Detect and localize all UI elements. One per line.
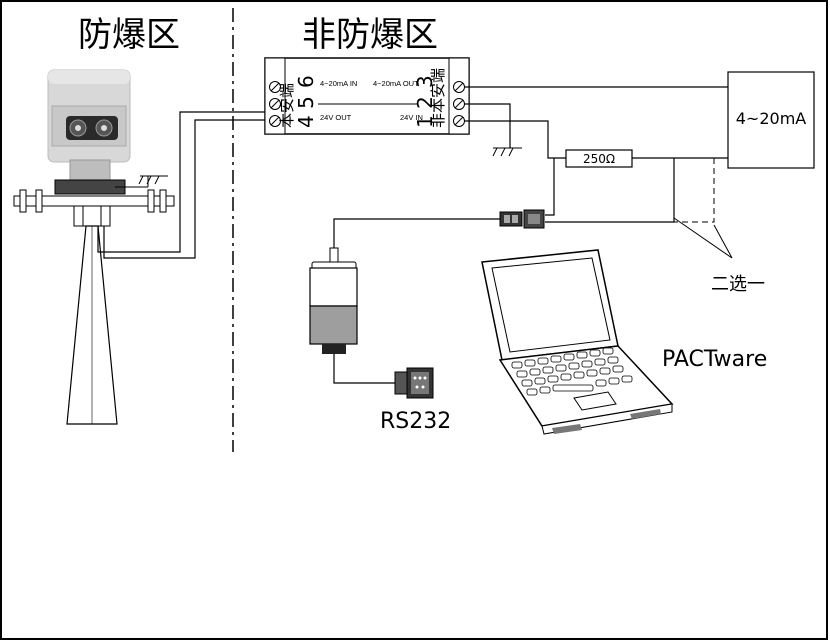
- choose-pointer-b: [713, 224, 733, 259]
- choose-one-label: 二选一: [711, 274, 765, 295]
- barrier-non-intrinsic-label: 非本安端: [429, 68, 447, 128]
- label-24v-in: 24V IN: [400, 113, 423, 122]
- safety-barrier: 本安端 非本安端 6 4 5 3 1 2 4~20mA IN 4~20mA OU…: [264, 57, 470, 135]
- wire-hart-b: [545, 158, 675, 223]
- wire-ground: [464, 103, 511, 148]
- terminal-12: 1 2: [413, 96, 437, 128]
- terminal-3: 3: [413, 75, 437, 88]
- terminal-45: 4 5: [294, 96, 318, 128]
- laptop: [481, 249, 674, 435]
- pactware-label: PACTware: [662, 347, 767, 372]
- resistor-label: 250Ω: [583, 152, 615, 166]
- hart-connector: [499, 209, 545, 229]
- laptop-screen: [491, 257, 611, 353]
- transmitter-flange-top: [54, 179, 126, 195]
- rs232-label: RS232: [380, 409, 451, 434]
- terminal-6: 6: [294, 75, 318, 88]
- label-4-20ma-in: 4~20mA IN: [320, 79, 357, 88]
- wire-modem-rs232: [333, 354, 395, 384]
- rs232-connector: [394, 367, 434, 399]
- barrier-intrinsic-safe-label: 本安端: [278, 83, 296, 128]
- non-hazardous-zone-title: 非防爆区: [302, 15, 438, 55]
- laptop-touchpad: [573, 391, 617, 411]
- wire-24v-in: [464, 120, 566, 159]
- meter-label: 4~20mA: [736, 109, 807, 128]
- laptop-keyboard: [511, 347, 633, 396]
- wire-to-modem: [333, 218, 500, 252]
- label-4-20ma-out: 4~20mA OUT: [373, 79, 419, 88]
- wire-hart-a: [545, 158, 555, 216]
- hazardous-zone-title: 防爆区: [78, 15, 180, 55]
- modem-body-bottom: [309, 305, 358, 345]
- wire-hart-alt: [674, 158, 715, 223]
- label-24v-out: 24V OUT: [320, 113, 352, 122]
- hart-modem: [309, 247, 358, 354]
- wire-transmitter-b: [103, 119, 270, 259]
- current-meter: [727, 71, 815, 169]
- choose-pointer-a: [673, 217, 733, 259]
- modem-body-top: [309, 267, 358, 307]
- wire-transmitter-a: [97, 111, 270, 253]
- radar-transmitter: [13, 69, 175, 425]
